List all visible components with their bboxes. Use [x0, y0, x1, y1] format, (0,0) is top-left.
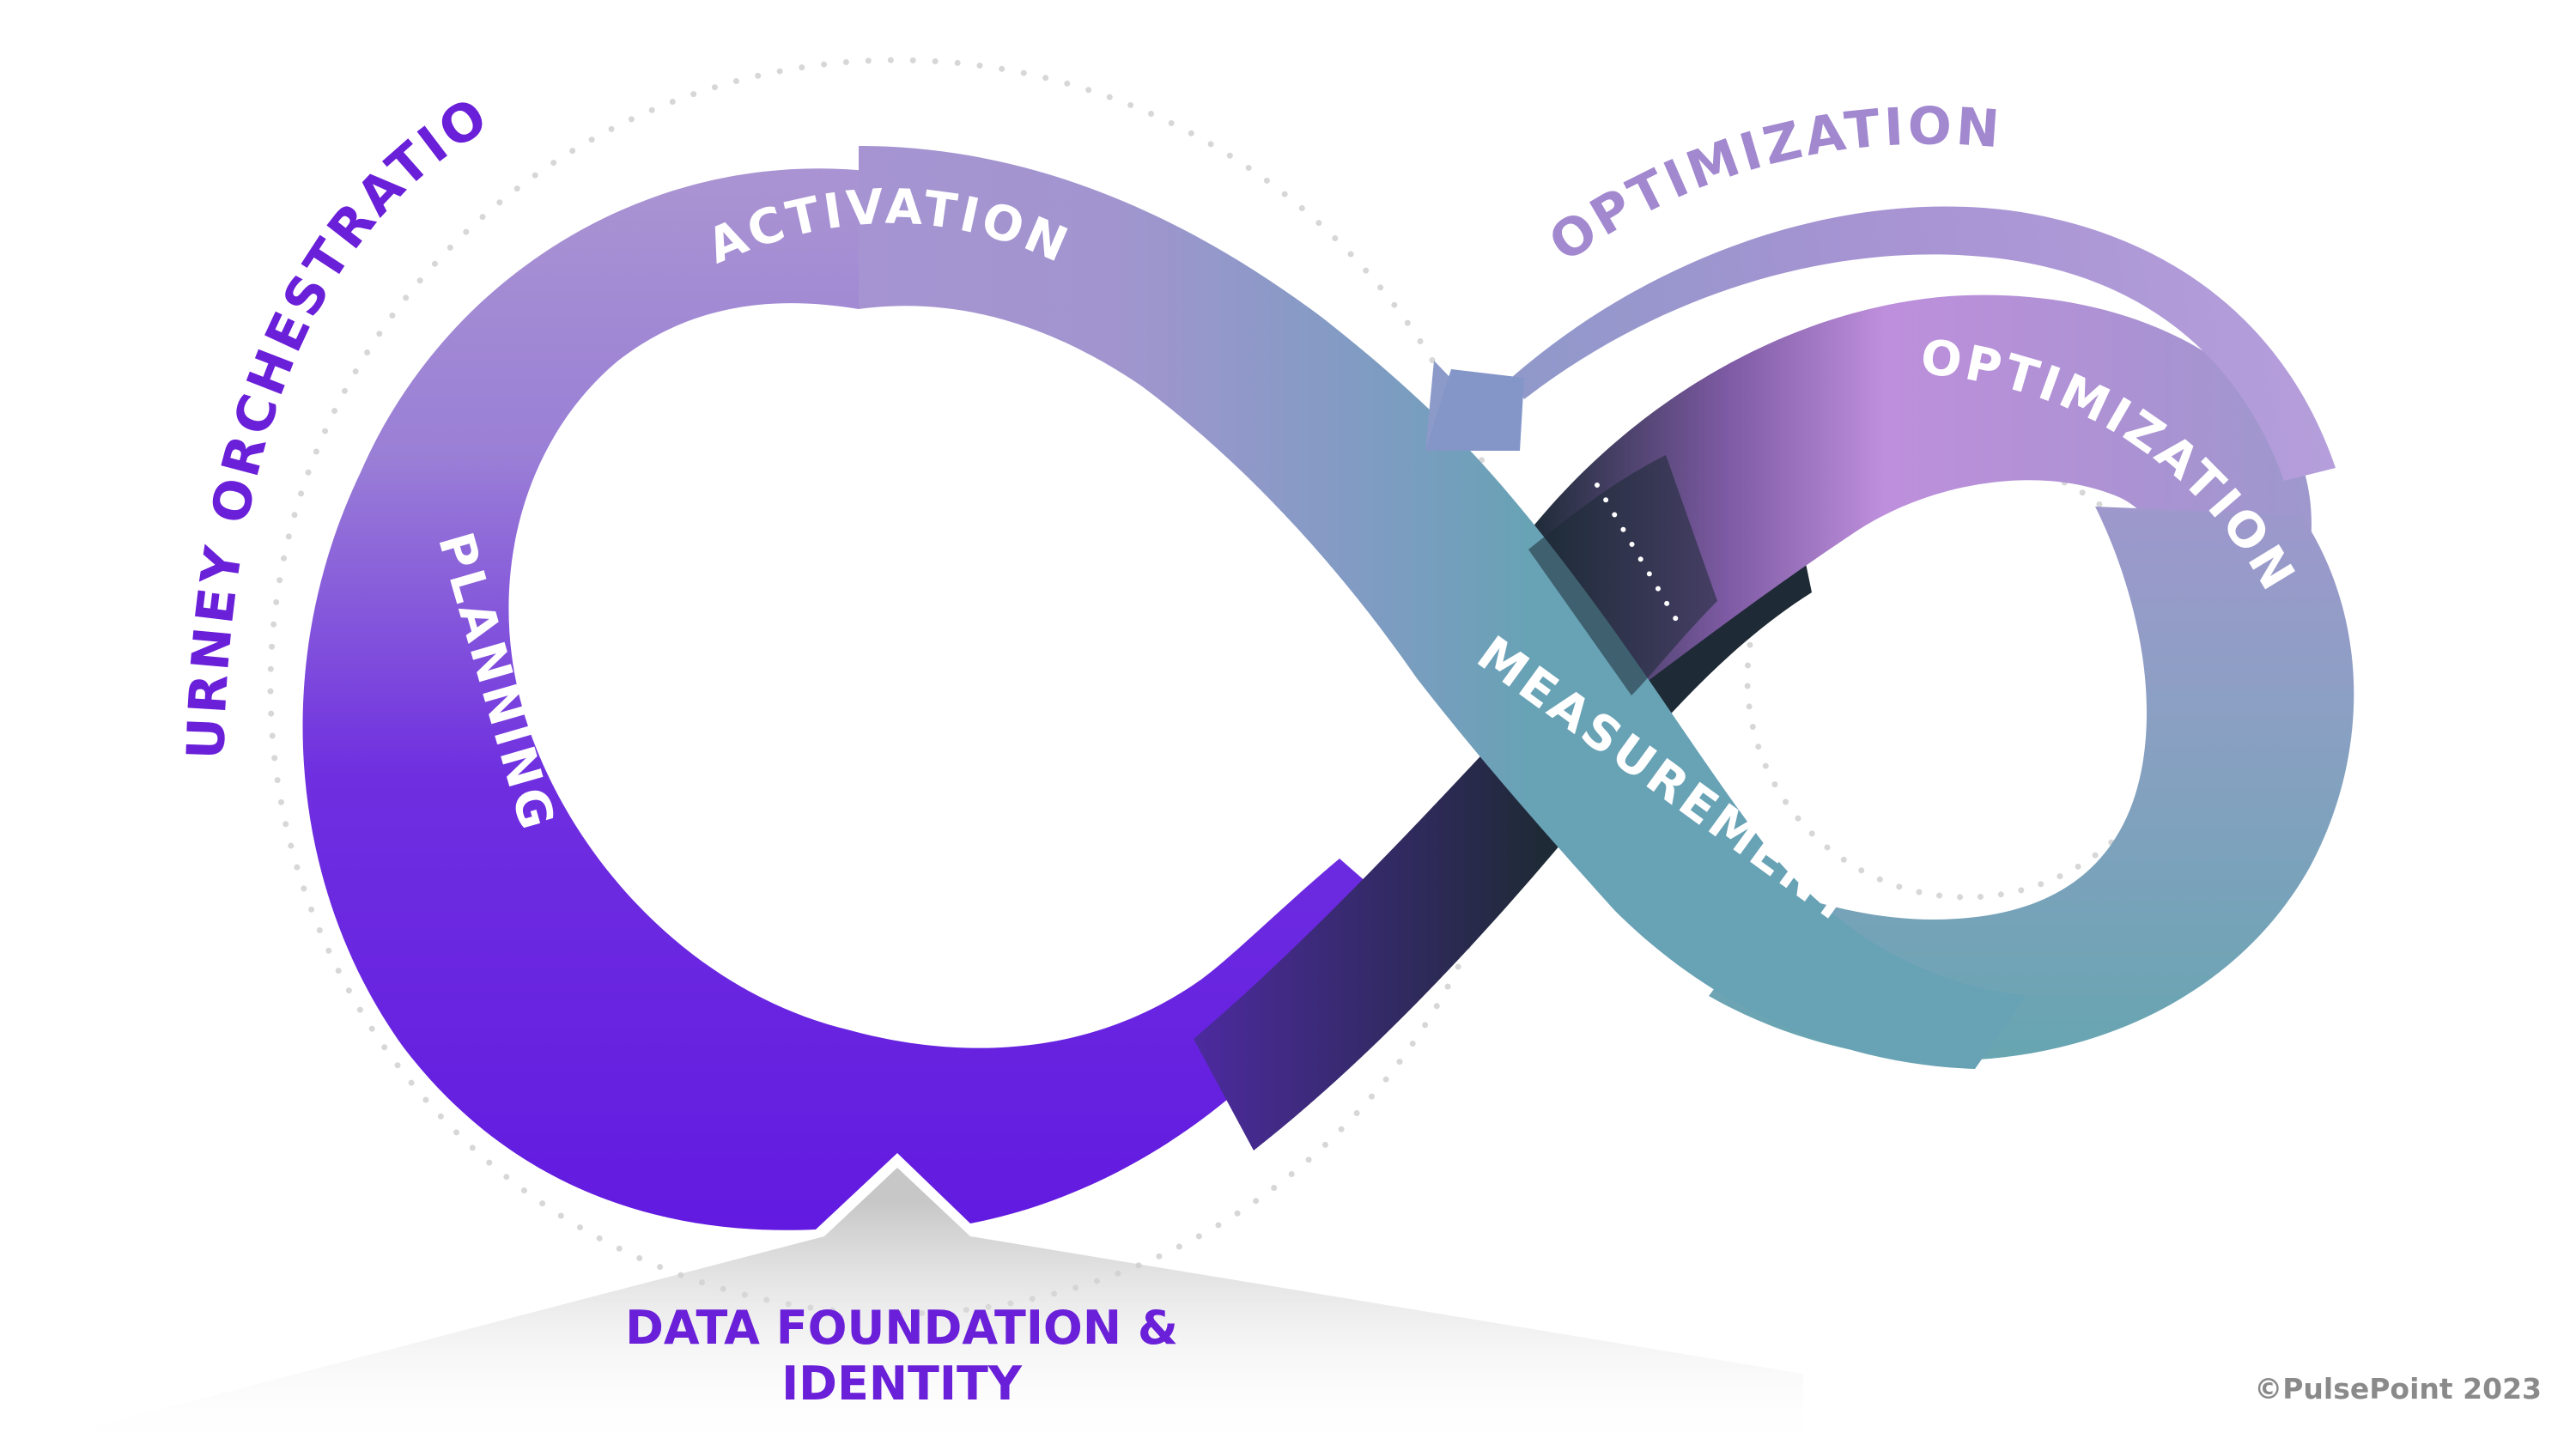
crossing-shade	[1528, 455, 1717, 695]
crossing-dots	[1595, 483, 1686, 634]
band-activation-measurement	[859, 146, 2026, 1069]
data-foundation-line2: IDENTITY	[781, 1356, 1022, 1411]
band-right-descent	[1709, 507, 2354, 1061]
copyright-notice: ©PulsePoint 2023	[2254, 1372, 2542, 1405]
band-upper-right	[1528, 294, 2312, 687]
ground-shadow	[0, 1168, 1803, 1451]
data-foundation-line1: DATA FOUNDATION &	[625, 1301, 1178, 1355]
data-foundation-label: DATA FOUNDATION & IDENTITY	[601, 1301, 1202, 1412]
band-left-loop	[302, 168, 1408, 1230]
optimization-arrow	[1511, 206, 2336, 481]
optimization-arrowhead-tip	[1425, 369, 1524, 451]
